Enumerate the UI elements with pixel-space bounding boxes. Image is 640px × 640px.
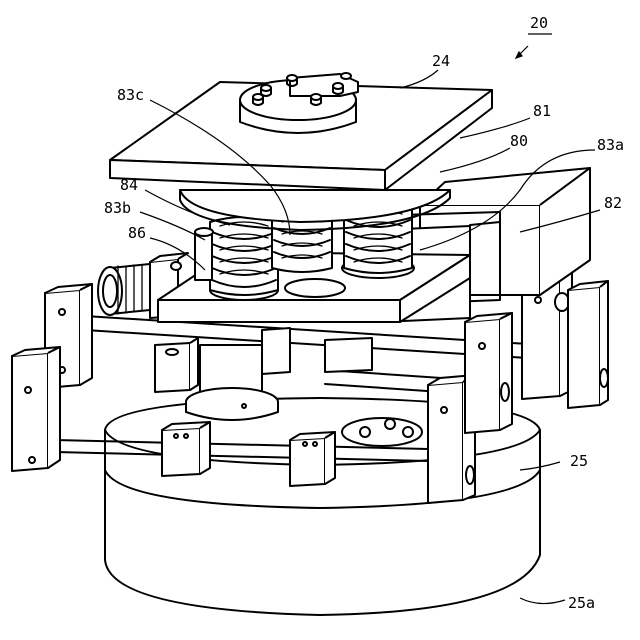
label-24: 24 (432, 52, 450, 70)
label-84: 84 (120, 176, 138, 194)
label-81: 81 (533, 102, 551, 120)
label-25: 25 (570, 452, 588, 470)
spring-left-83b (210, 217, 278, 300)
label-80: 80 (510, 132, 528, 150)
top-head-24 (240, 73, 358, 133)
label-83a: 83a (597, 136, 624, 154)
label-25a: 25a (568, 594, 595, 612)
label-20: 20 (530, 14, 548, 32)
label-86: 86 (128, 224, 146, 242)
label-83c: 83c (117, 86, 144, 104)
label-83b: 83b (104, 199, 131, 217)
label-82: 82 (604, 194, 622, 212)
